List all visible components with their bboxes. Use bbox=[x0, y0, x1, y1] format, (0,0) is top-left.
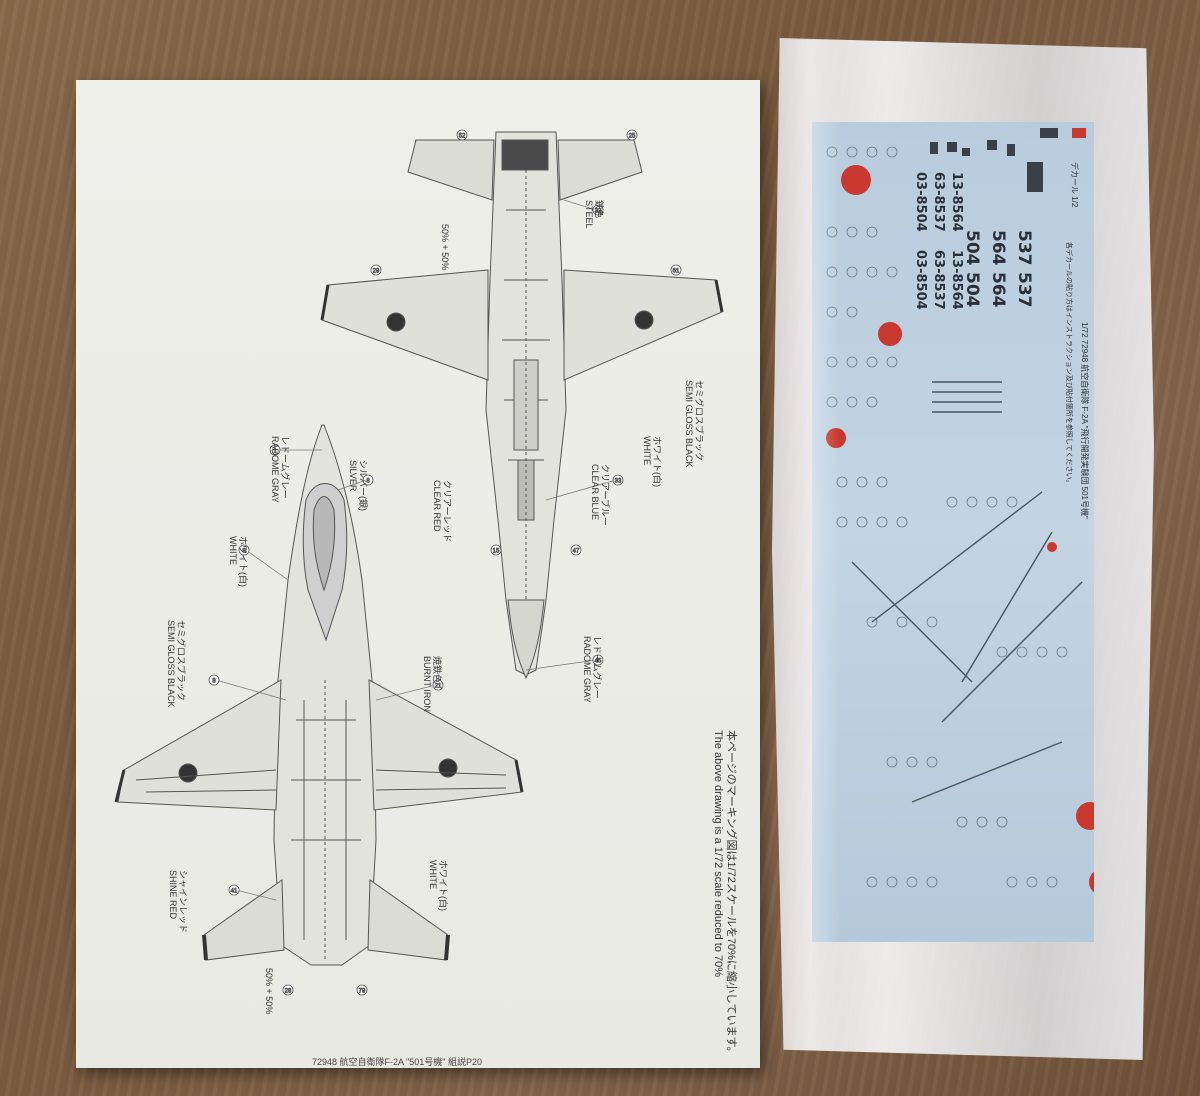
serial-code: 03-8504 bbox=[913, 250, 928, 310]
callout-number: 21 bbox=[435, 684, 442, 690]
bottom-view-aircraft bbox=[320, 131, 724, 680]
tail-number: 537 bbox=[1014, 230, 1034, 266]
label-white-right: ホワイト(白)WHITE bbox=[642, 436, 662, 487]
page-footer: 72948 航空自衛隊F-2A "501号機" 組説P20 bbox=[312, 1057, 482, 1067]
callout-markers: 1 8 8 8 21 41 45 32 33 52 25 29 61 15 47 28 79 bbox=[208, 129, 682, 996]
callout-number: 28 bbox=[285, 989, 292, 995]
label-white-mid: ホワイト(白)WHITE bbox=[228, 536, 248, 587]
stencil-circles bbox=[826, 146, 1068, 888]
tail-number: 537 bbox=[1014, 272, 1034, 308]
tail-number: 564 bbox=[988, 272, 1008, 308]
bag-glare bbox=[780, 40, 840, 1050]
label-mix-top: 50% + 50% bbox=[440, 224, 450, 271]
callout-number: 29 bbox=[373, 269, 380, 275]
label-mix-bottom: 50% + 50% bbox=[264, 968, 274, 1015]
tail-number: 504 bbox=[962, 272, 982, 308]
label-white-low: ホワイト(白)WHITE bbox=[428, 860, 448, 911]
decal-sheet: 1/72 72948 航空自衛隊 F-2A "飛行開発実験団 501号機" デカ… bbox=[812, 122, 1094, 942]
scale-caption: 本ページのマーキング図は1/72スケールを70%に縮小しています。 The ab… bbox=[712, 730, 737, 1058]
callout-number: 61 bbox=[673, 269, 680, 275]
serial-code: 63-8537 bbox=[931, 250, 946, 310]
callout-number: 41 bbox=[231, 889, 238, 895]
hinomaru-decals bbox=[826, 165, 1094, 893]
callout-number: 47 bbox=[573, 549, 580, 555]
silhouette-decals bbox=[930, 128, 1086, 192]
tail-number: 504 bbox=[962, 230, 982, 266]
serial-code: 13-8564 bbox=[949, 172, 964, 232]
callout-number: 79 bbox=[359, 989, 366, 995]
decal-sheet-number: デカール 1/2 bbox=[1070, 162, 1079, 208]
walkway-stripes bbox=[851, 381, 1083, 803]
callout-number: 52 bbox=[459, 134, 466, 140]
decal-title: 1/72 72948 航空自衛隊 F-2A "飛行開発実験団 501号機" bbox=[1080, 322, 1089, 519]
aircraft-line-drawings: 1 8 8 8 21 41 45 32 33 52 25 29 61 15 47 28 79 bbox=[114, 129, 724, 996]
callout-number: 15 bbox=[493, 549, 500, 555]
tail-number: 564 bbox=[988, 230, 1008, 266]
callout-number: 8 bbox=[212, 679, 216, 685]
callout-number: 8 bbox=[366, 479, 370, 485]
callout-number: 25 bbox=[629, 134, 636, 140]
callout-number: 32 bbox=[595, 209, 602, 215]
callout-number: 45 bbox=[595, 659, 602, 665]
label-silver: シルバー(銀)SILVER bbox=[348, 460, 368, 511]
decal-markings bbox=[826, 128, 1094, 893]
serial-code: 63-8537 bbox=[931, 172, 946, 232]
serial-code: 03-8504 bbox=[913, 172, 928, 232]
callout-number: 8 bbox=[242, 549, 246, 555]
decal-instructions: 各デカールの貼り方はインストラクション及び貼付箇所を参照してください。 bbox=[1065, 242, 1072, 487]
callout-number: 33 bbox=[615, 479, 622, 485]
callout-number: 1 bbox=[273, 449, 277, 455]
top-view-aircraft bbox=[114, 424, 524, 966]
